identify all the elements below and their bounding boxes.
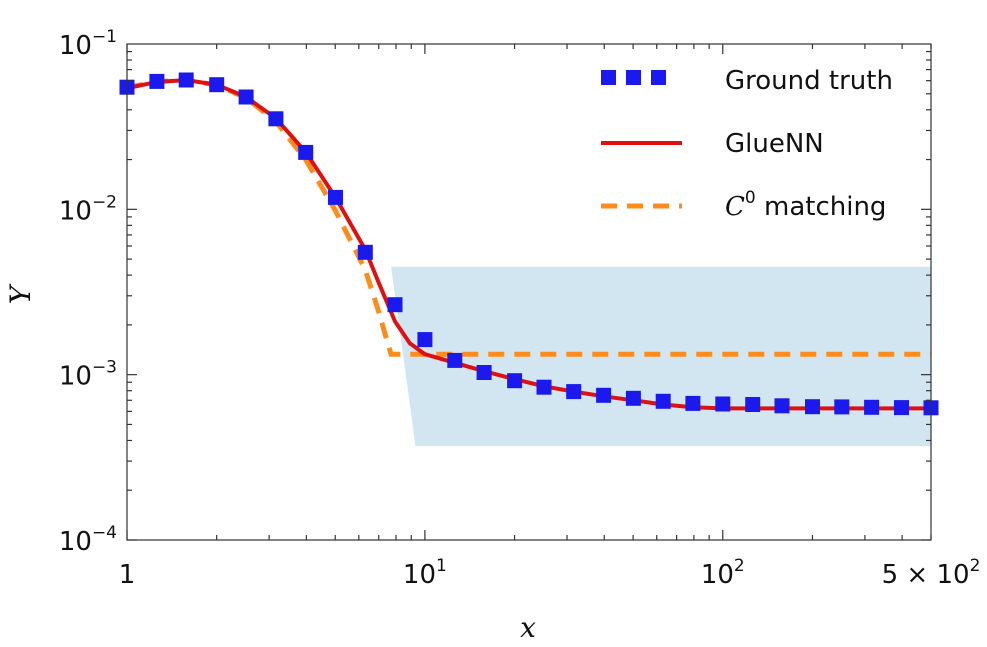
- y-tick-label-exp: −1: [92, 27, 117, 47]
- y-tick-label: 10−3: [59, 358, 117, 392]
- plot-border: [126, 43, 932, 541]
- x-tick-label-base: 10: [403, 560, 436, 590]
- series-layer: [119, 72, 939, 416]
- ground-truth-point: [298, 144, 314, 160]
- ground-truth-point: [328, 189, 343, 205]
- ground-truth-point: [149, 73, 165, 89]
- x-tick-label-exp: 2: [734, 556, 745, 576]
- ground-truth-point: [655, 393, 671, 409]
- y-tick-label-base: 10: [59, 196, 92, 226]
- x-tick-label-exp: 2: [970, 556, 981, 576]
- ground-truth-point: [834, 399, 850, 415]
- ground-truth-point: [745, 397, 761, 412]
- plot-frame: [126, 43, 932, 541]
- ground-truth-point: [625, 390, 641, 406]
- x-tick-label: 101: [403, 556, 447, 590]
- ground-truth-point: [357, 244, 373, 260]
- x-tick-label: 102: [701, 556, 745, 590]
- series-c0-matching-line: [126, 77, 931, 357]
- ground-truth-point: [476, 365, 492, 380]
- y-tick-label: 10−2: [59, 192, 117, 226]
- x-tick-label: 1: [119, 560, 136, 590]
- ground-truth-point: [894, 400, 909, 416]
- ground-truth-point: [209, 77, 225, 93]
- x-tick-label-base: 10: [701, 560, 734, 590]
- y-tick-label-base: 10: [59, 527, 92, 557]
- y-axis-ticks: 10−110−210−310−4: [59, 27, 931, 557]
- y-tick-label: 10−1: [59, 27, 117, 61]
- legend-entry-c0-matching: C0 matching: [601, 188, 886, 222]
- ground-truth-point: [864, 399, 880, 415]
- legend: Ground truth GlueNN C0 matching: [601, 66, 893, 222]
- x-tick-label-exp: 1: [436, 556, 447, 576]
- legend-c0-rest: matching: [756, 192, 887, 222]
- y-tick-label-base: 10: [59, 31, 92, 61]
- ground-truth-point: [507, 373, 523, 389]
- legend-ground-truth-marker-3: [651, 70, 666, 85]
- ground-truth-point: [596, 387, 612, 403]
- legend-label-gluenn: GlueNN: [725, 129, 824, 159]
- y-tick-label-exp: −3: [92, 358, 117, 378]
- legend-c0-symbol: C: [725, 192, 745, 222]
- legend-label-c0-matching: C0 matching: [725, 188, 886, 222]
- ground-truth-point: [536, 379, 552, 395]
- ground-truth-point: [238, 89, 254, 105]
- legend-entry-gluenn: GlueNN: [601, 129, 824, 159]
- ground-truth-point: [805, 399, 820, 415]
- y-tick-label-exp: −4: [92, 523, 117, 543]
- ground-truth-point: [447, 352, 463, 368]
- y-tick-label: 10−4: [59, 523, 117, 557]
- legend-label-ground-truth: Ground truth: [725, 66, 893, 96]
- legend-c0-superscript: 0: [745, 188, 756, 208]
- ground-truth-point: [566, 384, 582, 400]
- legend-entry-ground-truth: Ground truth: [601, 66, 893, 96]
- legend-ground-truth-marker-1: [601, 70, 616, 85]
- y-axis-label: Y: [4, 283, 37, 304]
- x-tick-label-base: 1: [119, 560, 136, 590]
- legend-ground-truth-marker-2: [626, 70, 641, 85]
- ground-truth-point: [387, 297, 403, 313]
- ground-truth-point: [774, 398, 790, 414]
- ground-truth-point: [178, 72, 194, 88]
- ground-truth-point: [715, 396, 731, 412]
- y-tick-label-base: 10: [59, 362, 92, 392]
- x-tick-label-base: 5 × 10: [882, 560, 970, 590]
- x-tick-label: 5 × 102: [882, 556, 981, 590]
- x-axis-label: x: [520, 611, 536, 644]
- y-tick-label-exp: −2: [92, 192, 117, 212]
- ground-truth-point: [268, 111, 284, 127]
- ground-truth-point: [685, 395, 701, 411]
- ground-truth-point: [417, 332, 433, 348]
